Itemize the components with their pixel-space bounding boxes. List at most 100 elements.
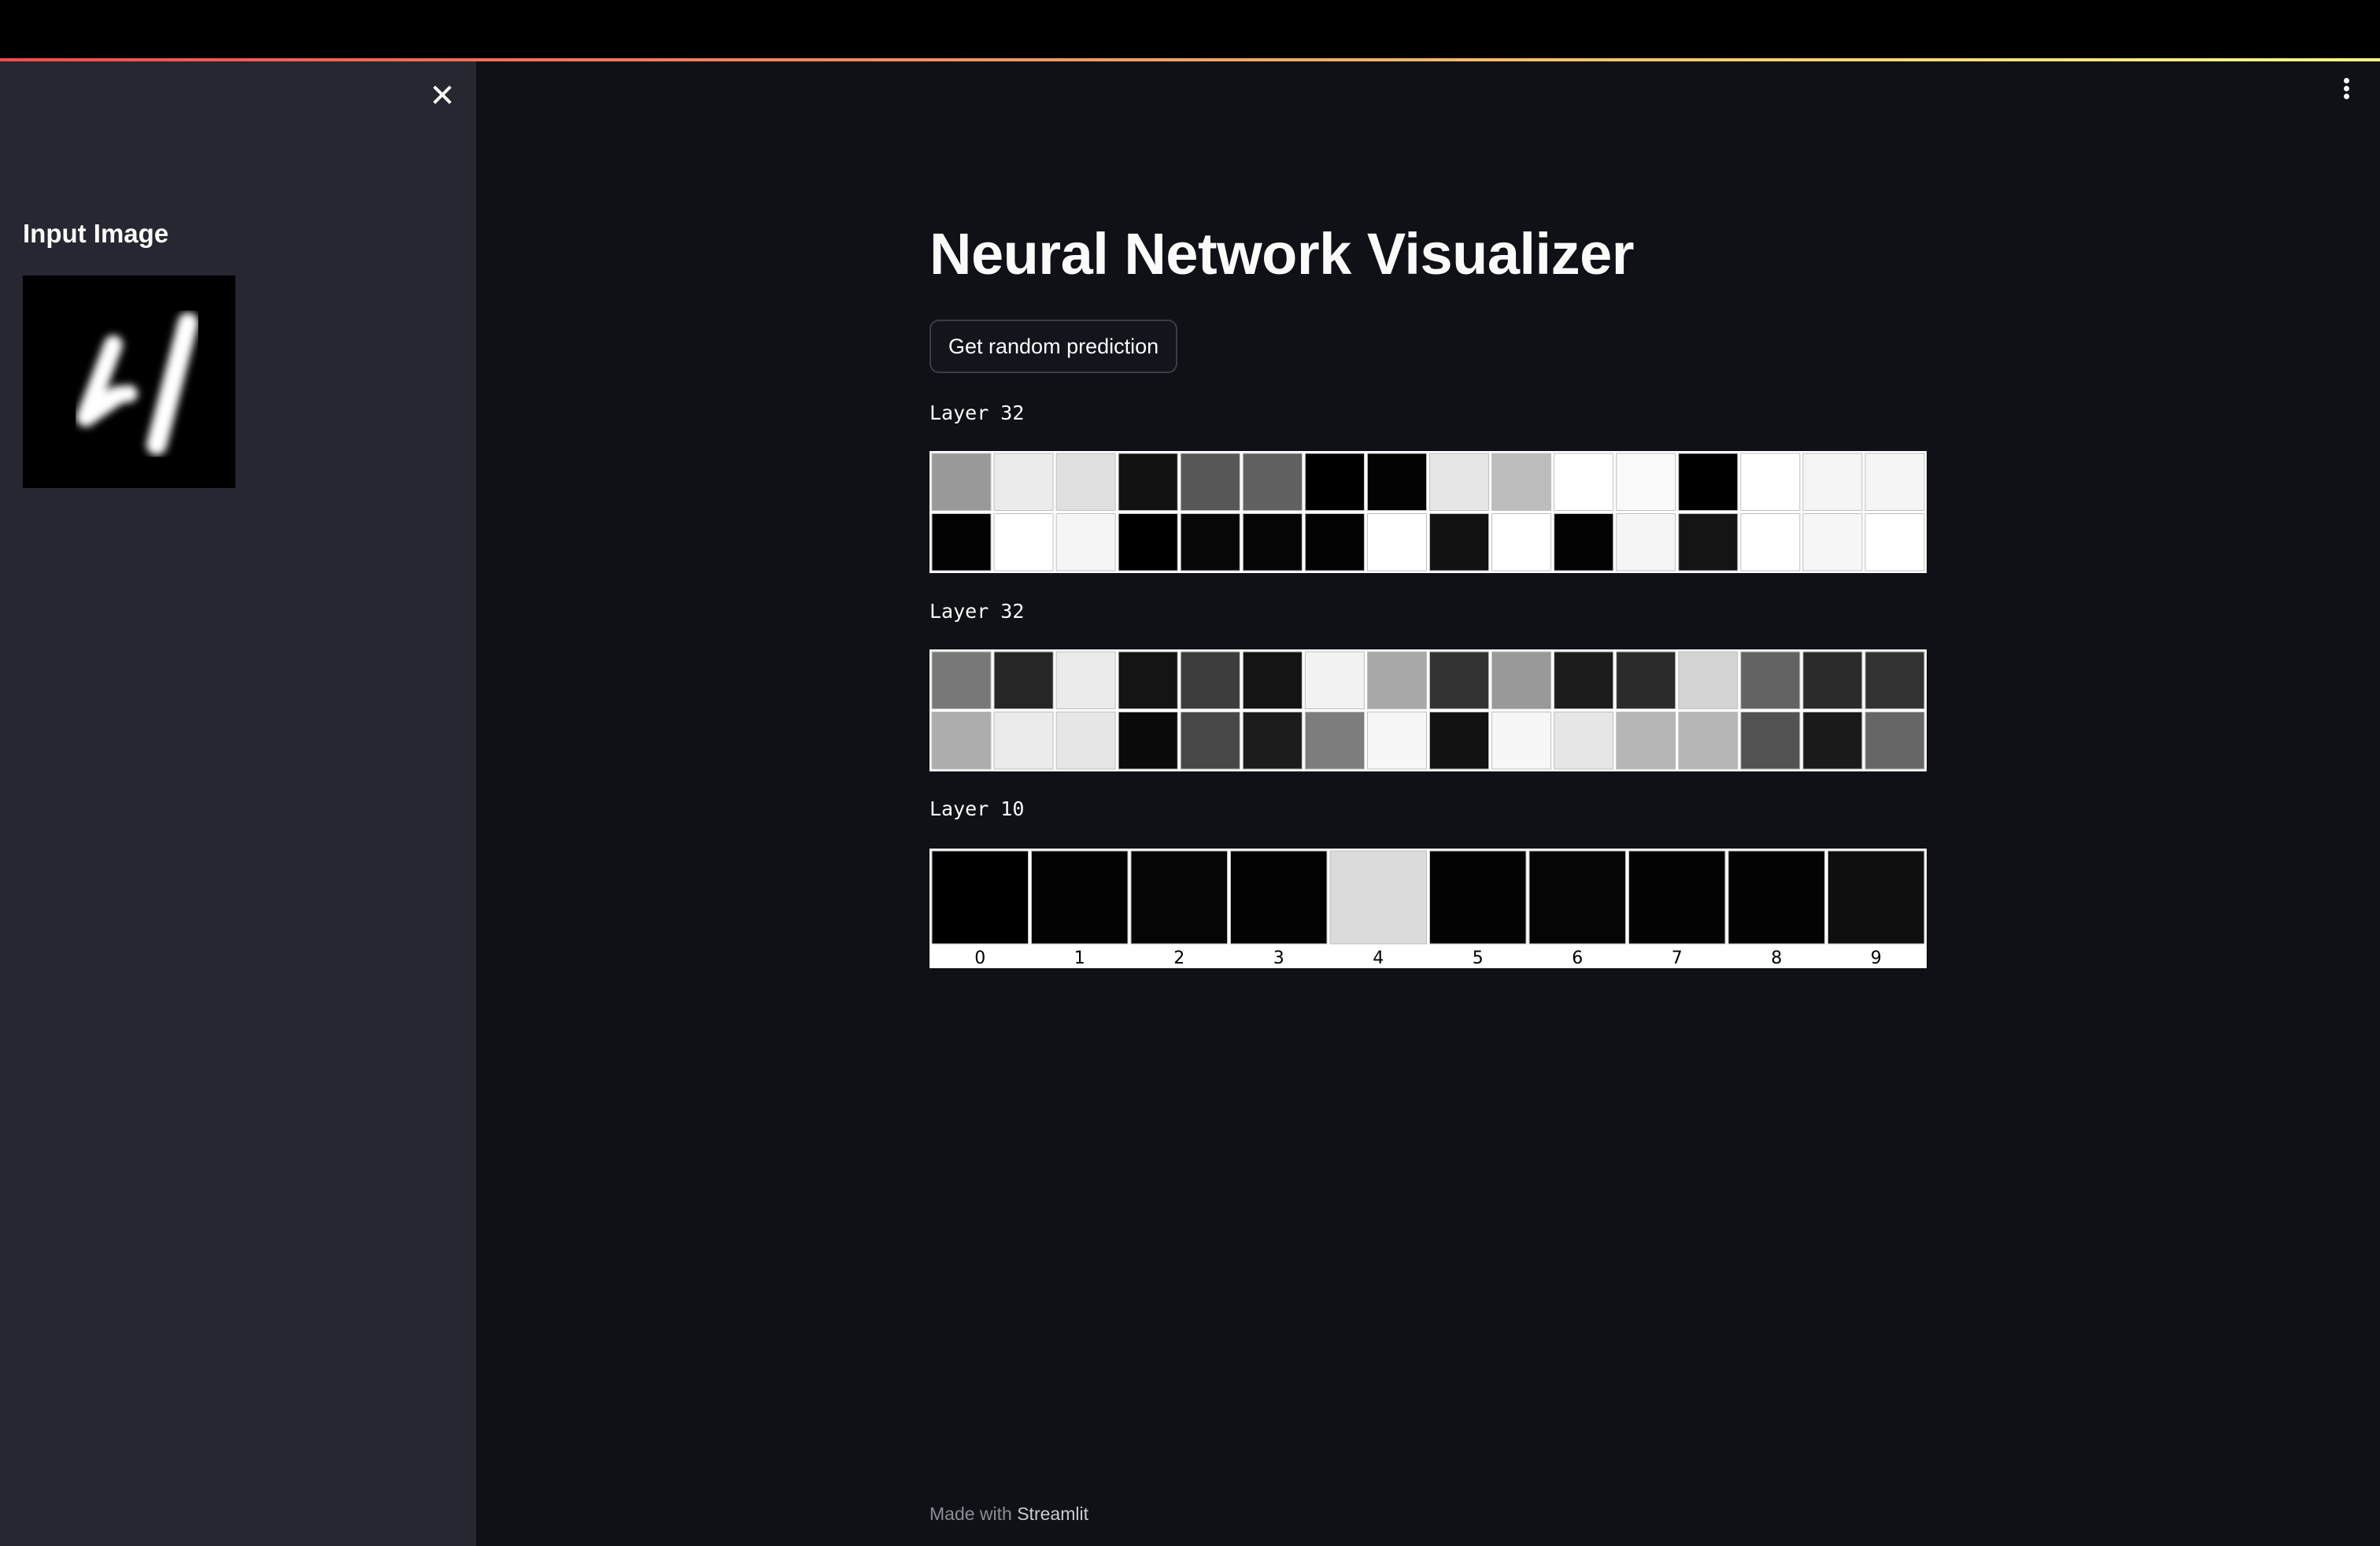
activation-cell — [1304, 651, 1365, 709]
activation-cell — [1429, 453, 1490, 511]
activation-cell — [1864, 513, 1925, 571]
activation-cell — [1366, 712, 1427, 770]
activation-cell — [993, 453, 1054, 511]
activation-cell — [1242, 712, 1303, 770]
activation-cell — [1055, 712, 1116, 770]
get-random-prediction-button[interactable]: Get random prediction — [929, 320, 1178, 373]
activation-cell — [1491, 651, 1552, 709]
activation-cell — [1628, 850, 1726, 945]
activation-cell — [1329, 850, 1427, 945]
activation-cell — [1740, 453, 1801, 511]
streamlit-link[interactable]: Streamlit — [1017, 1503, 1088, 1524]
activation-cell — [1429, 712, 1490, 770]
activation-cell — [1678, 453, 1739, 511]
activation-cell — [1554, 651, 1614, 709]
layer-label-3: Layer 10 — [929, 797, 1025, 820]
activation-cell — [1366, 513, 1427, 571]
output-tick-label: 5 — [1473, 949, 1484, 968]
activation-cell — [931, 712, 992, 770]
activation-cell — [1118, 513, 1178, 571]
activation-cell — [1616, 651, 1676, 709]
activation-cell — [1491, 712, 1552, 770]
activation-cell — [931, 513, 992, 571]
activation-cell — [1429, 513, 1490, 571]
activation-cell — [1802, 651, 1863, 709]
activation-cell — [1616, 453, 1676, 511]
activation-cell — [1828, 850, 1925, 945]
activation-cell — [1242, 513, 1303, 571]
activation-cell — [1230, 850, 1328, 945]
activation-cell — [1180, 651, 1240, 709]
activation-cell — [1180, 513, 1240, 571]
activation-cell — [1180, 453, 1240, 511]
activation-cell — [1118, 453, 1178, 511]
activation-cell — [1802, 513, 1863, 571]
activation-grid-svg: 0 1 2 3 4 5 6 7 8 9 — [931, 850, 1925, 968]
activation-cell — [1304, 453, 1365, 511]
layer-1-activation-grid — [929, 451, 1927, 573]
activation-cell — [1491, 453, 1552, 511]
activation-cell — [1740, 712, 1801, 770]
input-image — [23, 276, 235, 488]
activation-cell — [1491, 513, 1552, 571]
activation-cell — [1554, 513, 1614, 571]
activation-cell — [1740, 651, 1801, 709]
activation-cell — [993, 651, 1054, 709]
activation-cell — [1118, 651, 1178, 709]
footer-prefix: Made with — [929, 1503, 1012, 1524]
activation-cell — [1802, 453, 1863, 511]
activation-cell — [1802, 712, 1863, 770]
layer-2-activation-grid — [929, 649, 1927, 771]
activation-cell — [1554, 453, 1614, 511]
activation-cell — [1864, 712, 1925, 770]
output-tick-label: 7 — [1672, 949, 1683, 968]
output-tick-label: 1 — [1074, 949, 1085, 968]
activation-cell — [1031, 850, 1129, 945]
layer-label-2: Layer 32 — [929, 600, 1025, 623]
activation-cell — [1728, 850, 1825, 945]
output-tick-label: 2 — [1173, 949, 1184, 968]
layer-label-1: Layer 32 — [929, 401, 1025, 424]
activation-cell — [1678, 651, 1739, 709]
output-tick-label: 9 — [1871, 949, 1882, 968]
activation-cell — [1130, 850, 1228, 945]
top-accent-line — [0, 58, 2380, 61]
activation-cell — [1554, 712, 1614, 770]
digit-four-drawing — [76, 313, 198, 455]
activation-cell — [993, 712, 1054, 770]
activation-cell — [1118, 712, 1178, 770]
activation-cell — [1055, 453, 1116, 511]
activation-cell — [1180, 712, 1240, 770]
page-title: Neural Network Visualizer — [929, 221, 1635, 287]
activation-cell — [1678, 513, 1739, 571]
more-vertical-icon[interactable] — [2334, 76, 2358, 107]
output-tick-label: 0 — [974, 949, 985, 968]
activation-cell — [1616, 712, 1676, 770]
activation-grid-svg — [931, 651, 1925, 770]
sidebar-title: Input Image — [23, 219, 169, 248]
top-bar — [0, 0, 2380, 58]
activation-cell — [1616, 513, 1676, 571]
activation-cell — [1055, 513, 1116, 571]
footer: Made with Streamlit — [929, 1503, 1088, 1525]
activation-cell — [1740, 513, 1801, 571]
activation-cell — [1864, 651, 1925, 709]
activation-cell — [1366, 651, 1427, 709]
output-tick-label: 6 — [1572, 949, 1583, 968]
activation-cell — [1678, 712, 1739, 770]
activation-cell — [1429, 651, 1490, 709]
close-icon[interactable]: ✕ — [429, 78, 456, 114]
output-layer-activation-grid: 0 1 2 3 4 5 6 7 8 9 — [929, 849, 1927, 968]
output-tick-label: 3 — [1273, 949, 1284, 968]
output-tick-label: 4 — [1373, 949, 1384, 968]
activation-cell — [1864, 453, 1925, 511]
activation-cell — [931, 453, 992, 511]
activation-cell — [1528, 850, 1626, 945]
activation-grid-svg — [931, 453, 1925, 571]
output-tick-label: 8 — [1771, 949, 1782, 968]
activation-cell — [1304, 513, 1365, 571]
activation-cell — [931, 651, 992, 709]
activation-cell — [1304, 712, 1365, 770]
activation-cell — [1242, 453, 1303, 511]
activation-cell — [1055, 651, 1116, 709]
